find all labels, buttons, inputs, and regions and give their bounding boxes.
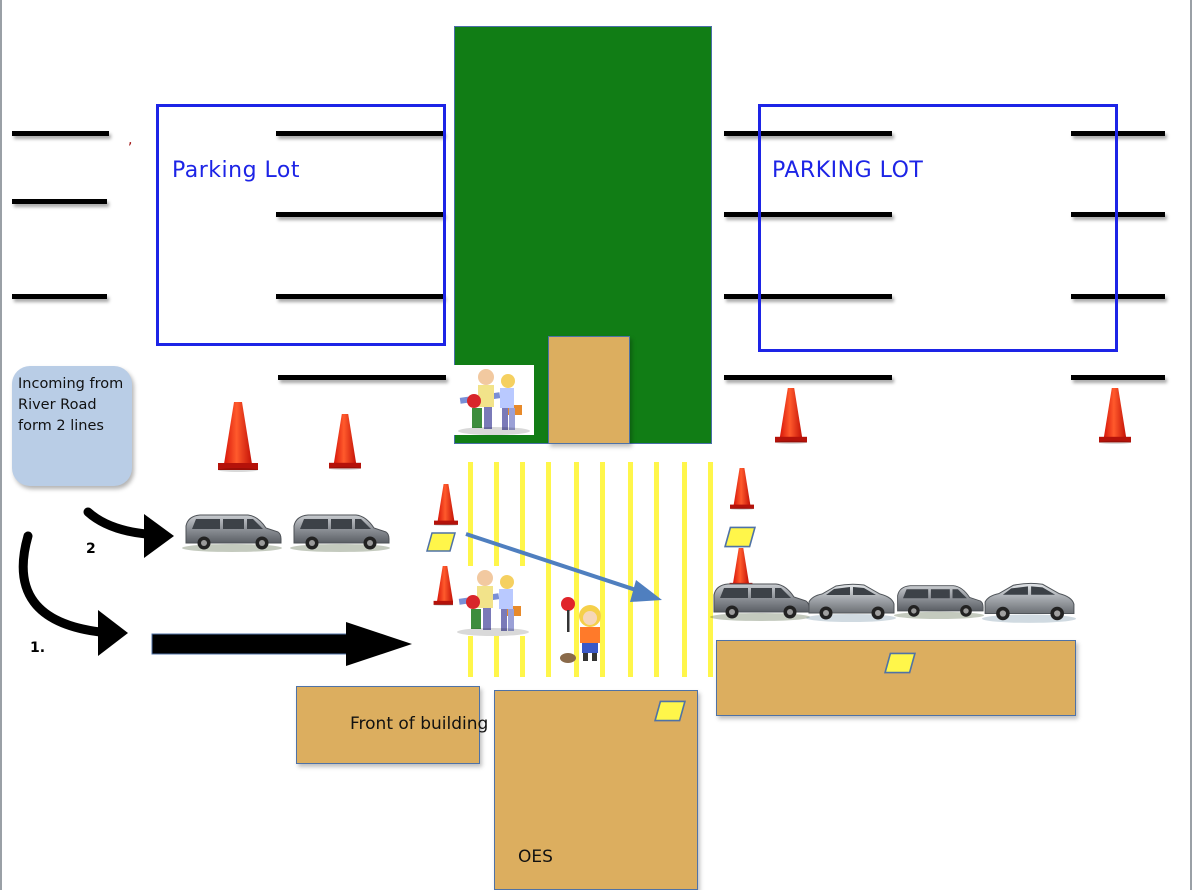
minivan-icon: [710, 583, 810, 622]
parking-stripe: [276, 131, 444, 136]
yellow-marker-icon: [654, 700, 686, 722]
parking-stripe: [12, 294, 107, 299]
curved-arrow-lane-1: [18, 531, 128, 656]
crosswalk-line: [654, 462, 659, 677]
parking-stripe: [724, 131, 892, 136]
stray-mark: ,: [128, 132, 133, 148]
traffic-cone-icon: [730, 468, 754, 510]
yellow-marker-icon: [724, 526, 756, 548]
parking-lot-left: [156, 104, 446, 346]
lane-1-label: 1.: [30, 640, 46, 656]
front-of-building-box: [296, 686, 480, 764]
parking-stripe: [278, 375, 446, 380]
parking-stripe: [1071, 375, 1165, 380]
parking-stripe: [724, 294, 892, 299]
hatchback-car-icon: [806, 583, 896, 623]
crosswalk-line: [628, 462, 633, 677]
green-area-building: [548, 336, 630, 444]
parking-stripe: [1071, 131, 1165, 136]
front-of-building-label: Front of building: [350, 714, 489, 734]
parking-stripe: [724, 212, 892, 217]
diagonal-arrow: [465, 532, 662, 602]
traffic-cone-icon: [434, 484, 458, 526]
crossing-guards-icon: [454, 365, 534, 435]
crosswalk-line: [546, 462, 551, 677]
parking-stripe: [724, 375, 892, 380]
parking-stripe: [12, 131, 109, 136]
incoming-callout: Incoming from River Road form 2 lines: [12, 366, 132, 486]
parking-stripe: [276, 212, 444, 217]
left-border: [0, 0, 2, 890]
parking-lot-right-label: PARKING LOT: [772, 158, 924, 183]
yellow-marker-icon: [426, 532, 456, 552]
crosswalk-line: [682, 462, 687, 677]
hatchback-car-icon: [982, 582, 1076, 624]
crosswalk-line: [708, 462, 713, 677]
oes-building: [494, 690, 698, 890]
oes-label: OES: [518, 847, 553, 867]
parking-stripe: [1071, 212, 1165, 217]
traffic-cone-icon: [329, 414, 361, 470]
right-border: [1190, 0, 1192, 890]
lane-2-label: 2: [86, 541, 96, 557]
traffic-cone-icon: [218, 402, 258, 472]
minivan-icon: [290, 514, 390, 553]
minivan-icon: [182, 514, 282, 553]
crossing-guard-child-icon: [560, 597, 601, 663]
parking-lot-left-label: Parking Lot: [172, 158, 301, 183]
crosswalk-line: [600, 462, 605, 677]
straight-arrow: [151, 622, 412, 666]
parking-lot-right: [758, 104, 1118, 352]
parking-stripe: [12, 199, 107, 204]
parking-stripe: [276, 294, 444, 299]
curved-arrow-lane-2: [83, 507, 174, 558]
crossing-guards-icon: [453, 566, 533, 636]
minivan-icon: [894, 585, 984, 620]
traffic-cone-icon: [775, 388, 807, 444]
yellow-marker-icon: [884, 652, 916, 674]
traffic-cone-icon: [1099, 388, 1131, 444]
parking-stripe: [1071, 294, 1165, 299]
